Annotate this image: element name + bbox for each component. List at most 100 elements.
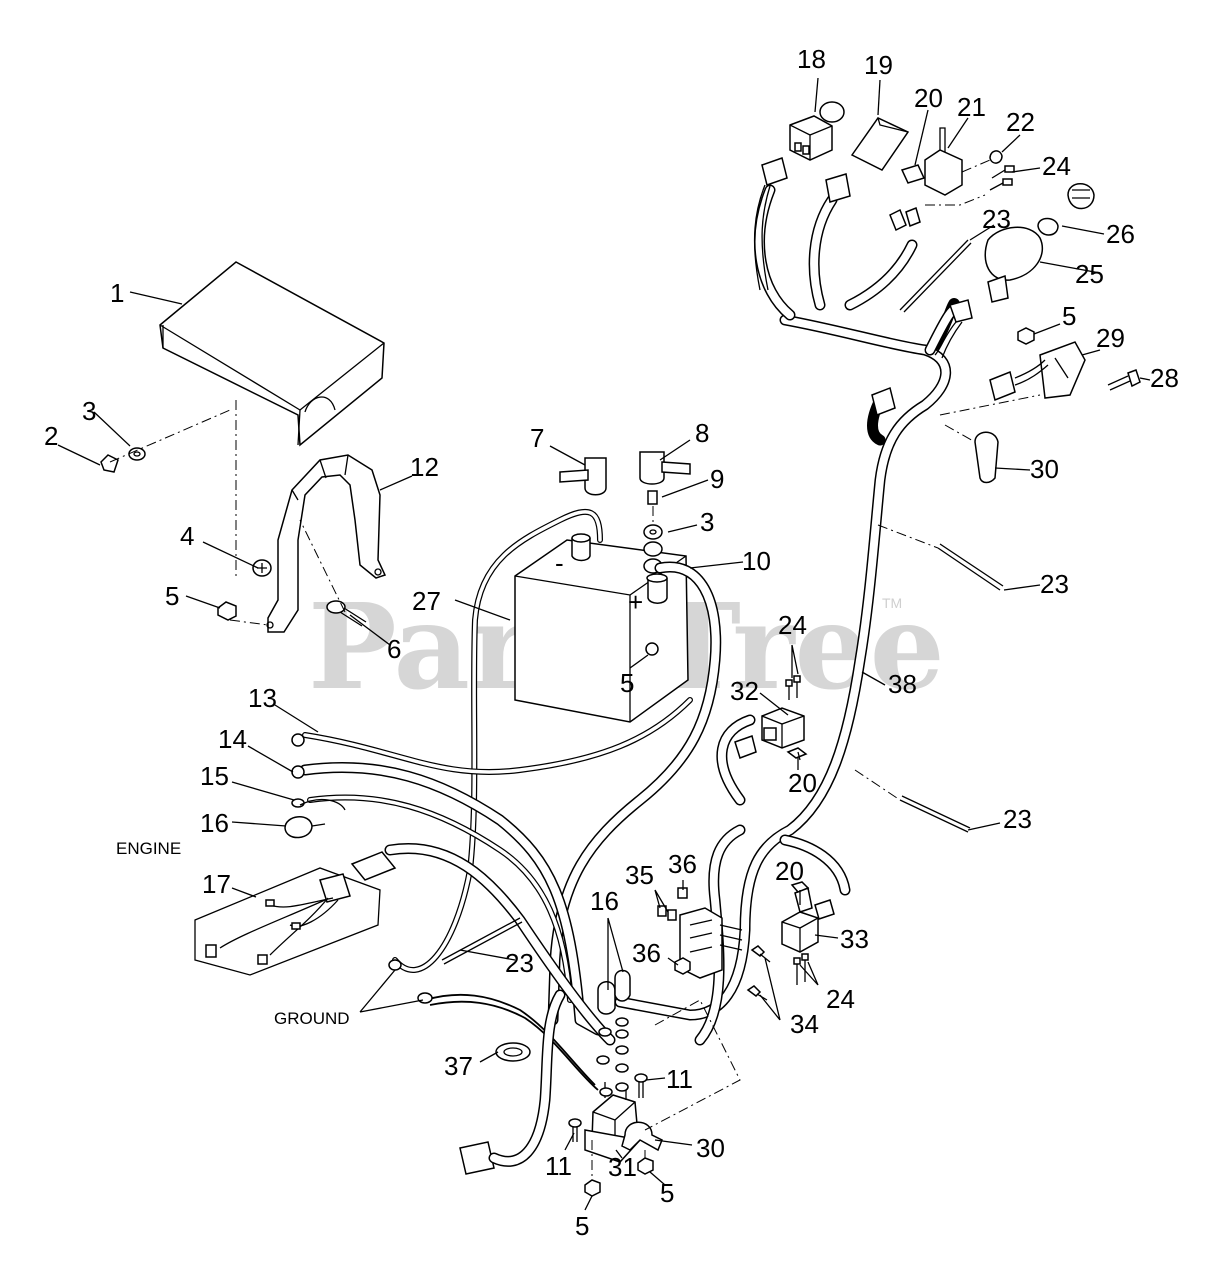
switch-part-25[interactable]	[984, 226, 1044, 303]
callout-5-top: 5	[1062, 301, 1076, 331]
bolt-part-6[interactable]	[326, 600, 367, 627]
knob-part-23-top[interactable]	[1067, 183, 1095, 210]
ground-cable-part-27[interactable]	[392, 508, 603, 973]
callout-37: 37	[444, 1051, 473, 1081]
cable-tie-part-23-lower[interactable]	[441, 917, 523, 965]
callout-11-left: 11	[545, 1151, 572, 1181]
screws-part-24-mid[interactable]	[785, 675, 801, 700]
callout-36-bottom: 36	[632, 938, 661, 968]
bolt-part-9[interactable]	[647, 490, 658, 505]
wiring-harness-part-38[interactable]	[614, 184, 966, 1046]
nut-part-5-left[interactable]	[217, 601, 237, 621]
screw-part-34-b[interactable]	[746, 985, 768, 1001]
cable-part-14[interactable]	[291, 762, 604, 1036]
callout-8: 8	[695, 418, 709, 448]
bolt-part-28[interactable]	[1107, 369, 1141, 391]
fuse-part-35[interactable]	[657, 905, 677, 921]
callout-33: 33	[840, 924, 869, 954]
trademark-mark: TM	[882, 595, 902, 611]
nut-part-36-bottom[interactable]	[674, 957, 691, 975]
battery-cable-part-10[interactable]	[547, 561, 722, 1026]
cable-tie-part-23-top[interactable]	[899, 239, 972, 313]
callout-3-battery: 3	[700, 507, 714, 537]
connector-part-29-left[interactable]	[989, 359, 1049, 402]
ignition-switch-part-18[interactable]	[789, 101, 845, 161]
callout-17: 17	[202, 869, 231, 899]
screw-part-4[interactable]	[252, 559, 272, 577]
battery-cover-part[interactable]	[159, 261, 385, 447]
terminal-cap-part-7[interactable]	[559, 457, 607, 496]
switch-part-32[interactable]	[761, 707, 805, 749]
spacer-part-20-mid[interactable]	[786, 747, 808, 770]
screws-part-24-lower[interactable]	[793, 953, 809, 985]
harness-connector-lower-right[interactable]	[871, 386, 896, 417]
connector-near-33[interactable]	[814, 899, 835, 920]
connector-near-32[interactable]	[734, 735, 757, 759]
callout-7: 7	[530, 423, 544, 453]
solenoid-part-31[interactable]	[584, 1082, 642, 1163]
battery-bracket-part[interactable]	[266, 454, 387, 633]
connector-part-29-top[interactable]	[934, 299, 973, 359]
switch-part-33[interactable]	[781, 886, 819, 953]
cable-part-16-left[interactable]	[284, 798, 346, 839]
callout-29: 29	[1096, 323, 1125, 353]
callout-3-left: 3	[82, 396, 96, 426]
callout-16-solenoid: 16	[590, 886, 619, 916]
cable-tie-part-23-right-a[interactable]	[937, 543, 1004, 591]
grommet-part-37[interactable]	[495, 1042, 531, 1062]
spacer-part-20-lower[interactable]	[790, 881, 810, 893]
clamp-part-30-lower[interactable]	[621, 1121, 663, 1152]
washer-part-3-battery[interactable]	[643, 524, 663, 574]
washer-part-22[interactable]	[989, 150, 1003, 164]
callout-24-lower: 24	[826, 984, 855, 1014]
relay-part-19[interactable]	[850, 117, 910, 171]
ground-wire[interactable]	[388, 959, 599, 1091]
callout-2: 2	[44, 421, 58, 451]
cap-part-26[interactable]	[1037, 217, 1059, 236]
harness-connector-21[interactable]	[889, 206, 921, 232]
callout-22: 22	[1006, 107, 1035, 137]
cable-part-13[interactable]	[291, 697, 693, 775]
bolt-part-11-a[interactable]	[634, 1073, 648, 1098]
callout-10: 10	[742, 546, 771, 576]
callout-30-top: 30	[1030, 454, 1059, 484]
callout-30-lower: 30	[696, 1133, 725, 1163]
callout-6: 6	[387, 634, 401, 664]
harness-connector-18[interactable]	[753, 157, 788, 291]
callout-5-left: 5	[165, 581, 179, 611]
callout-20-top: 20	[914, 83, 943, 113]
callout-13: 13	[248, 683, 277, 713]
callout-38: 38	[888, 669, 917, 699]
spacer-part-20-top[interactable]	[900, 164, 926, 184]
engine-label: ENGINE	[116, 839, 181, 858]
callout-32: 32	[730, 676, 759, 706]
screws-part-24-top[interactable]	[989, 165, 1015, 191]
callout-15: 15	[200, 761, 229, 791]
callout-16-left: 16	[200, 808, 229, 838]
callout-23-right-b: 23	[1003, 804, 1032, 834]
screw-part-34-a[interactable]	[750, 945, 771, 963]
nut-part-5-lower-right[interactable]	[637, 1157, 654, 1175]
ground-label: GROUND	[274, 1009, 350, 1028]
terminal-boot-part-16-b[interactable]	[614, 969, 631, 1002]
callout-26: 26	[1106, 219, 1135, 249]
clamp-part-30-top[interactable]	[974, 431, 999, 484]
callout-5-lower-right: 5	[660, 1178, 674, 1208]
terminal-boot-part-16-a[interactable]	[597, 981, 616, 1015]
terminal-cap-part-8[interactable]	[639, 451, 691, 485]
switch-part-21[interactable]	[924, 127, 963, 196]
callout-23-top: 23	[982, 204, 1011, 234]
callout-18: 18	[797, 44, 826, 74]
connector-part-17[interactable]	[194, 867, 381, 976]
screw-part-2[interactable]	[100, 454, 119, 473]
engine-connector-wire[interactable]	[350, 843, 616, 1046]
nut-part-5-lower-left[interactable]	[584, 1179, 601, 1197]
harness-connector-19[interactable]	[825, 173, 851, 203]
battery-part[interactable]: - +	[514, 533, 689, 723]
callout-23-lower: 23	[505, 948, 534, 978]
nut-part-5-top[interactable]	[1017, 327, 1035, 345]
cable-tie-part-23-right-b[interactable]	[899, 795, 971, 833]
switch-part-29[interactable]	[1039, 341, 1086, 399]
harness-connector-lower[interactable]	[459, 989, 566, 1175]
